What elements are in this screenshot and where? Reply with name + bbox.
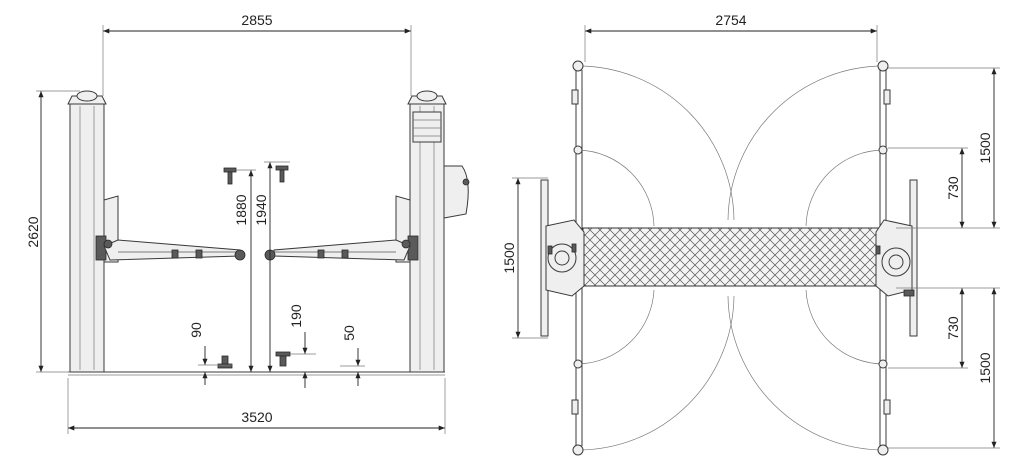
arm-swing-arcs [577,65,885,451]
top-view: 2754 1500 1500 730 730 1500 [501,12,1000,456]
dim-left-arm: 1500 [501,242,517,273]
dim-pad-a: 90 [188,322,204,338]
side-view-dimensions [36,25,446,434]
dim-pad-c: 50 [341,325,357,341]
dim-lift-height-b: 1940 [253,194,269,225]
dim-lift-height-a: 1880 [233,194,249,225]
right-column [264,90,470,373]
left-column [67,90,246,373]
floor-plate-crossbar [582,227,880,287]
dim-pad-b: 190 [288,304,304,328]
dim-column-spacing: 2754 [715,12,746,28]
side-view: 2855 2620 1880 1940 90 190 50 3520 [25,12,470,434]
top-view-dimensions [512,25,1000,449]
left-column-base [545,219,585,297]
dim-right-inner-bottom: 730 [945,316,961,340]
dim-overall-height: 2620 [25,216,41,247]
dim-right-outer-bottom: 1500 [977,352,993,383]
dim-right-outer-top: 1500 [977,132,993,163]
left-arms [540,60,584,456]
right-column-base [875,219,915,297]
dim-top-width: 2855 [241,12,272,28]
dim-right-inner-top: 730 [945,176,961,200]
dim-base-width: 3520 [241,409,272,425]
